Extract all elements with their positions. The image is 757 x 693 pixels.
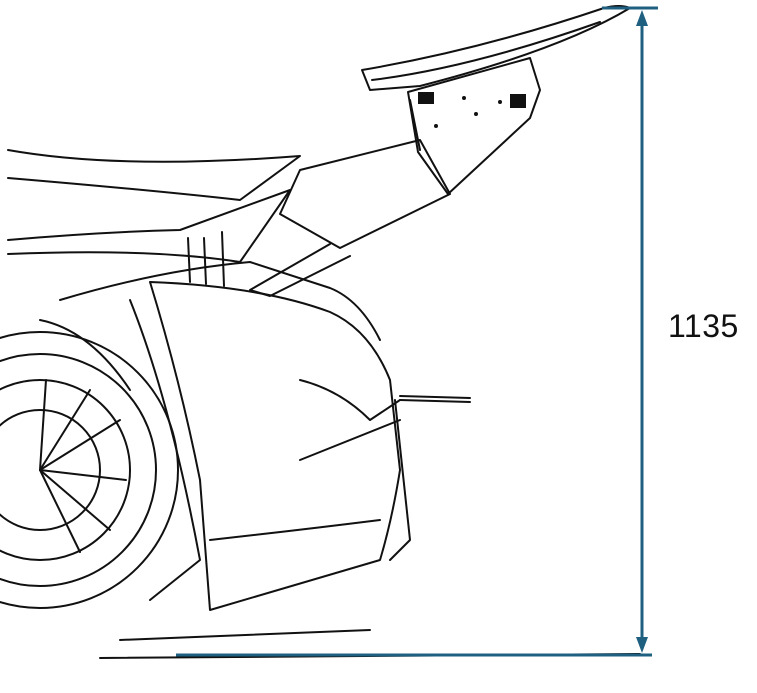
dimension-label: 1135 bbox=[668, 308, 739, 344]
wheel-spokes bbox=[39, 379, 127, 553]
wing-blade-inner bbox=[371, 21, 601, 81]
rear-bumper bbox=[149, 281, 401, 611]
body-upper-line bbox=[7, 149, 301, 201]
rear-wheel-tire bbox=[0, 331, 179, 609]
wing-blade bbox=[361, 5, 631, 91]
wing-strut bbox=[279, 139, 451, 249]
dimension-line bbox=[176, 6, 658, 657]
dimension-arrows bbox=[636, 10, 648, 653]
wing-support bbox=[407, 57, 541, 195]
